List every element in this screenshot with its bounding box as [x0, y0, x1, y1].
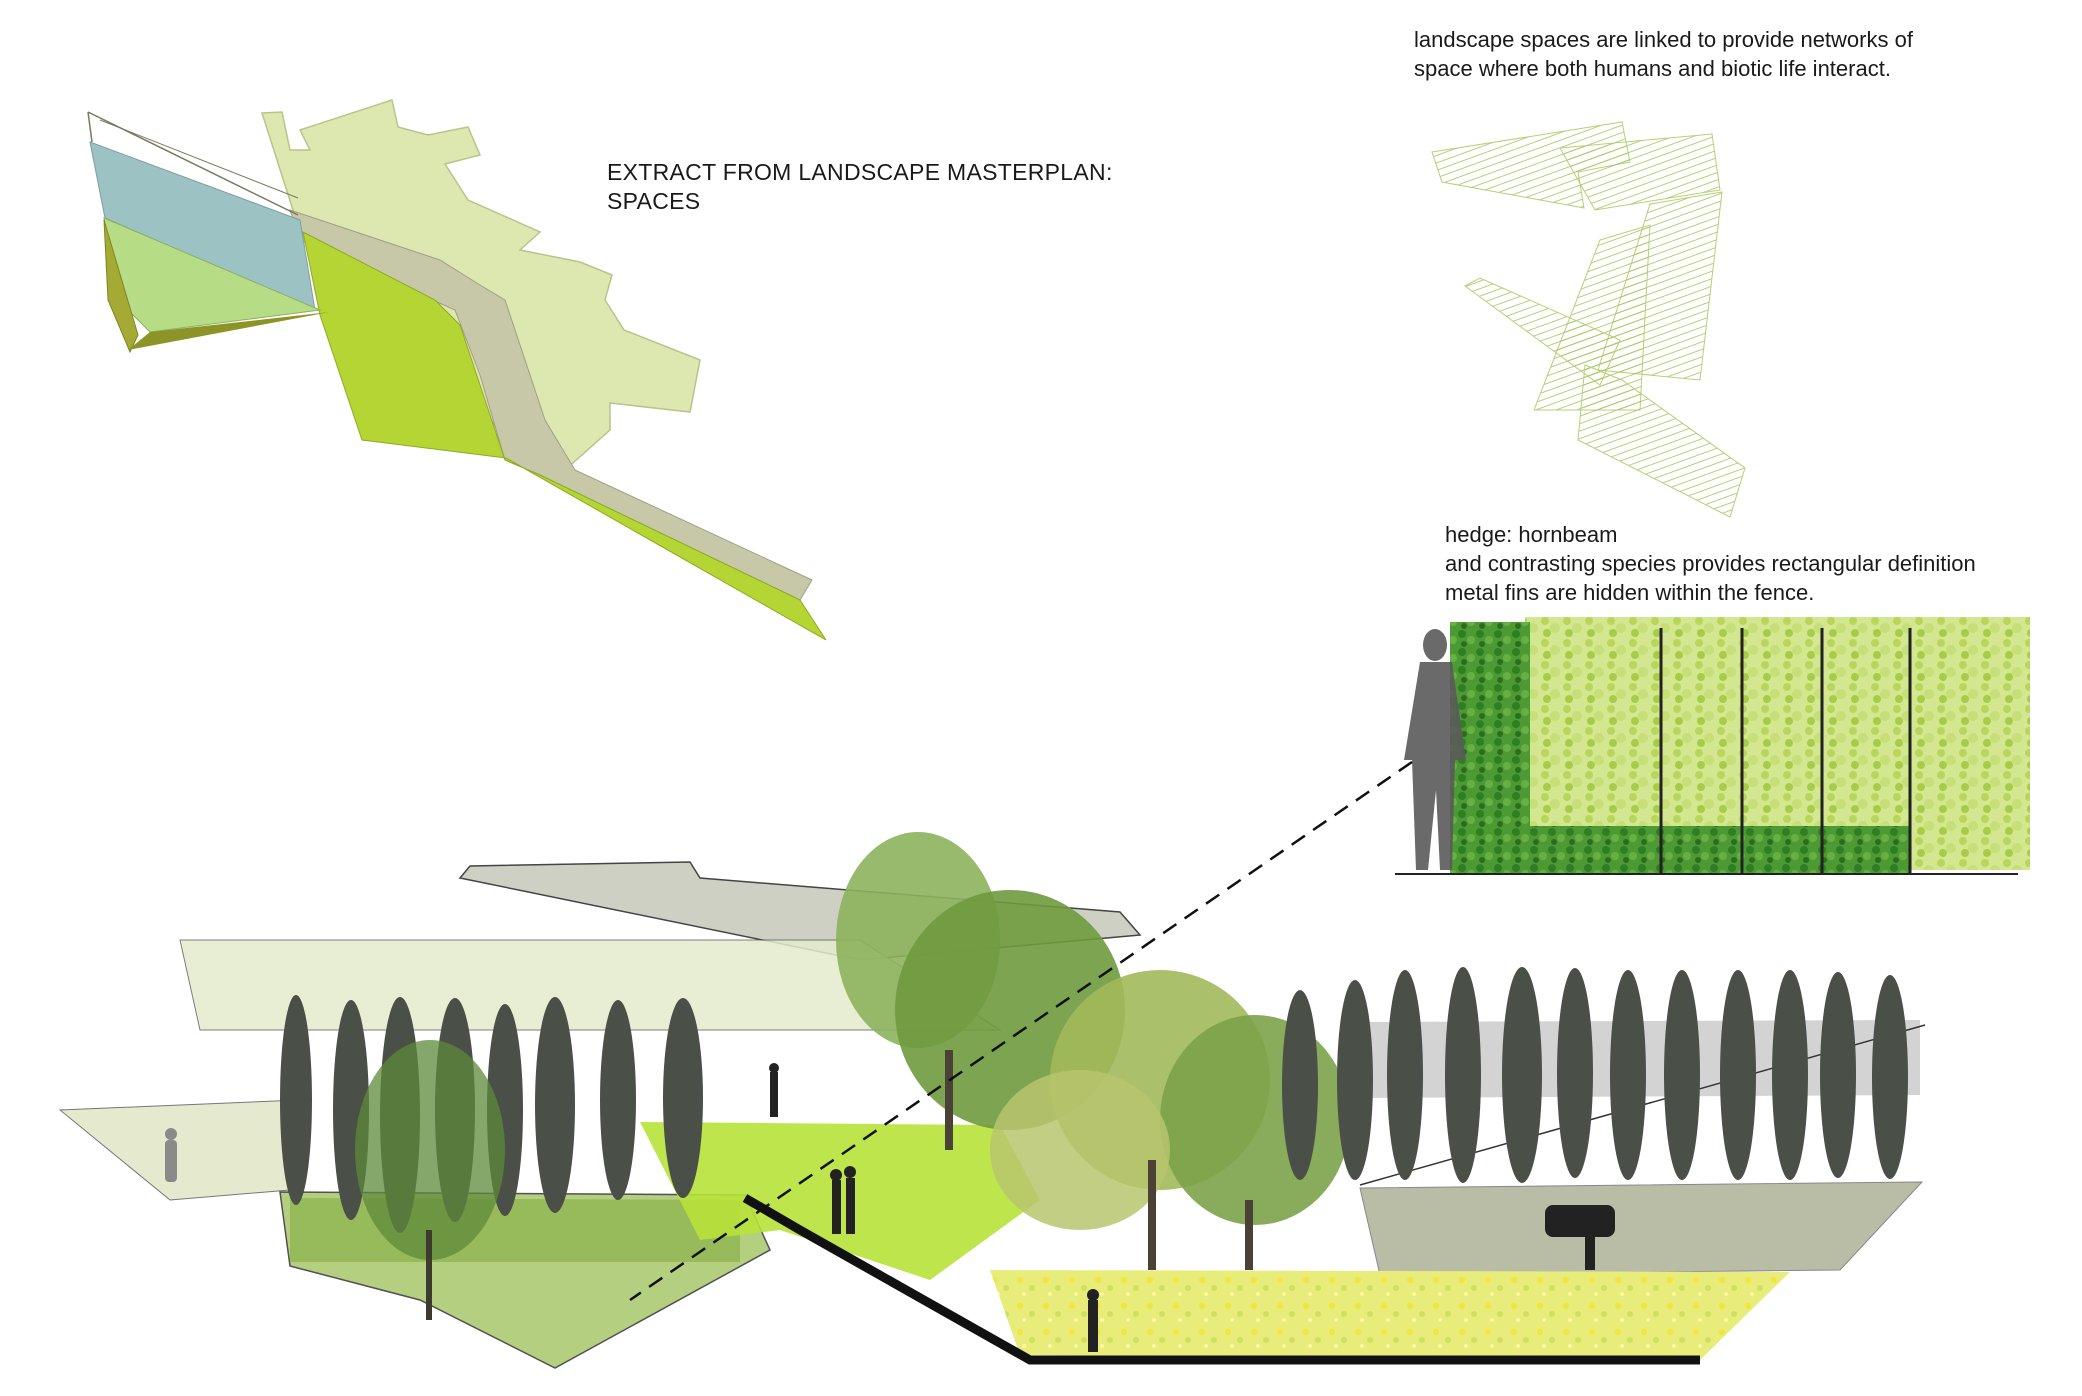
hedge-caption-line-2: and contrasting species provides rectang… [1445, 551, 1976, 576]
network-strip [1559, 133, 1721, 211]
title-line-2: SPACES [607, 188, 701, 214]
hedge-caption-line-3: metal fins are hidden within the fence. [1445, 580, 1815, 605]
cypress-row-right [1282, 967, 1908, 1183]
meadow-space [990, 1270, 1790, 1360]
network-caption-line-1: landscape spaces are linked to provide n… [1414, 27, 1913, 52]
network-strip [1464, 277, 1621, 386]
olive-space [103, 219, 139, 354]
canopy-plane [58, 1099, 301, 1201]
masterplan-title: EXTRACT FROM LANDSCAPE MASTERPLAN: SPACE… [607, 158, 1113, 216]
walkway [1359, 1181, 1924, 1276]
hedge-caption-line-1: hedge: hornbeam [1445, 522, 1618, 547]
network-caption: landscape spaces are linked to provide n… [1414, 25, 1913, 83]
plan-line [87, 111, 93, 143]
people-silhouettes [165, 1063, 1615, 1352]
olive-edge [128, 312, 330, 350]
plan-line [99, 119, 299, 199]
dark-edge [742, 1194, 1700, 1365]
path-strip [289, 209, 813, 601]
hedge-dark-base [1450, 826, 1910, 874]
masterplan-spaces-plan [87, 99, 827, 641]
section-connector [629, 760, 1413, 1302]
hedge-elevation [1395, 617, 2030, 875]
network-diagram [1431, 121, 1746, 518]
left-trees [355, 1040, 505, 1320]
network-caption-line-2: space where both humans and biotic life … [1414, 56, 1891, 81]
person-silhouette [1404, 629, 1466, 870]
title-line-1: EXTRACT FROM LANDSCAPE MASTERPLAN: [607, 159, 1113, 185]
network-strip [1577, 364, 1746, 518]
hedge-caption: hedge: hornbeam and contrasting species … [1445, 520, 1976, 607]
pale-green-space [260, 99, 701, 471]
lime-space [302, 231, 827, 641]
perspective-collage [58, 760, 1926, 1369]
